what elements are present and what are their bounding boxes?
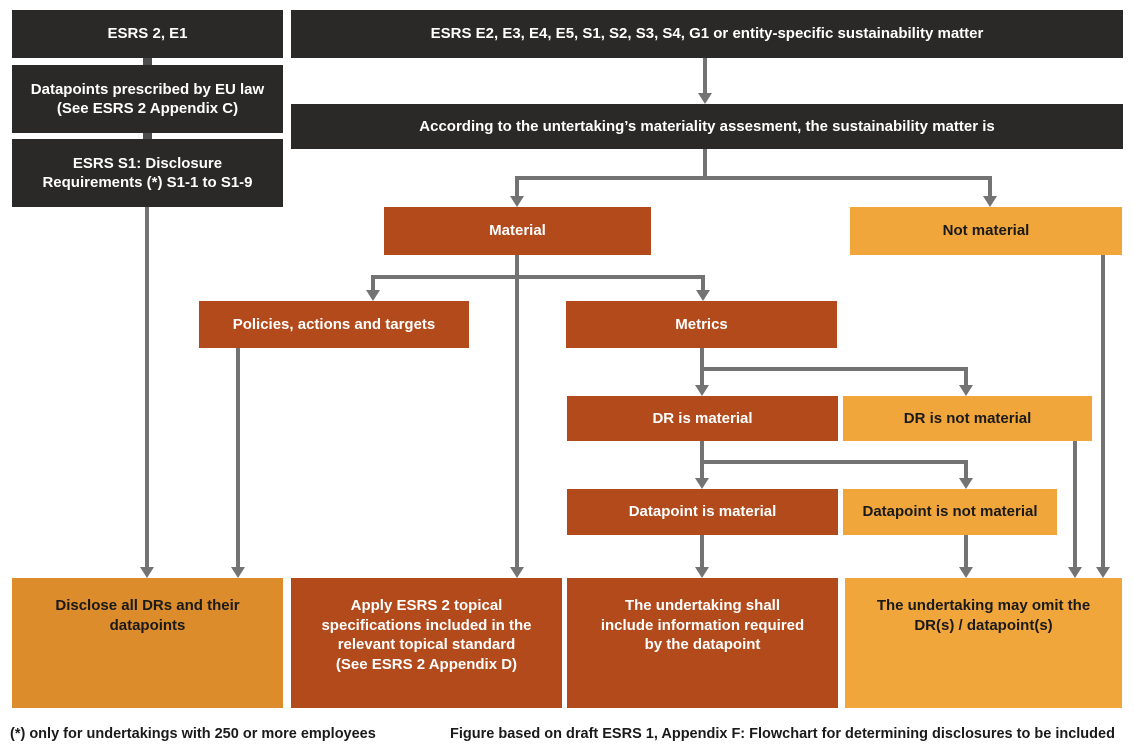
node-dr-is-material-label: DR is material: [652, 409, 753, 427]
connector-line: [371, 275, 705, 279]
node-esrs-topics: ESRS E2, E3, E4, E5, S1, S2, S3, S4, G1 …: [291, 10, 1123, 58]
connector-line: [964, 367, 968, 385]
node-policies-actions-targets-label: Policies, actions and targets: [232, 315, 436, 333]
connector-line: [701, 275, 705, 290]
down-arrow-icon: [366, 290, 380, 301]
node-metrics: Metrics: [566, 301, 837, 348]
down-arrow-icon: [695, 567, 709, 578]
node-datapoint-is-not-material-label: Datapoint is not material: [862, 503, 1038, 521]
connector-line: [988, 176, 992, 196]
down-arrow-icon: [1096, 567, 1110, 578]
node-dr-is-material: DR is material: [567, 396, 838, 441]
node-metrics-label: Metrics: [675, 315, 728, 333]
down-arrow-icon: [696, 290, 710, 301]
connector-line: [700, 367, 704, 385]
node-esrs2-e1: ESRS 2, E1: [12, 10, 283, 58]
node-undertaking-may-omit-label: The undertaking may omit the DR(s) / dat…: [876, 597, 1091, 634]
footnote-figure-source: Figure based on draft ESRS 1, Appendix F…: [450, 726, 1115, 742]
connector-line: [700, 348, 704, 369]
node-undertaking-shall-include-label: The undertaking shall include informatio…: [600, 597, 805, 653]
connector-line: [703, 149, 707, 178]
connector-line: [371, 275, 375, 290]
node-apply-esrs2-topical-label: Apply ESRS 2 topical specifications incl…: [321, 597, 532, 673]
connector-line: [700, 460, 968, 464]
connector-line: [1101, 255, 1105, 567]
connector-line: [700, 367, 968, 371]
node-policies-actions-targets: Policies, actions and targets: [199, 301, 469, 348]
down-arrow-icon: [959, 385, 973, 396]
node-esrs2-e1-label: ESRS 2, E1: [107, 25, 188, 43]
down-arrow-icon: [698, 93, 712, 104]
connector-line: [700, 441, 704, 462]
connector-stub: [143, 133, 152, 139]
connector-line: [515, 255, 519, 277]
connector-line: [700, 535, 704, 567]
connector-line: [964, 535, 968, 567]
node-materiality-assessment: According to the untertaking’s materiali…: [291, 104, 1123, 149]
node-material: Material: [384, 207, 651, 255]
node-esrs-s1-disclosure-label: ESRS S1: Disclosure Requirements (*) S1-…: [42, 154, 253, 192]
connector-line: [515, 176, 992, 180]
node-undertaking-may-omit: The undertaking may omit the DR(s) / dat…: [845, 578, 1122, 708]
connector-line: [515, 176, 519, 196]
connector-line: [703, 58, 707, 93]
node-esrs-s1-disclosure: ESRS S1: Disclosure Requirements (*) S1-…: [12, 139, 283, 207]
node-datapoint-is-material-label: Datapoint is material: [628, 503, 777, 521]
node-materiality-assessment-label: According to the untertaking’s materiali…: [419, 117, 995, 135]
node-not-material-label: Not material: [942, 222, 1030, 240]
down-arrow-icon: [983, 196, 997, 207]
connector-line: [236, 348, 240, 567]
connector-stub: [143, 58, 152, 65]
down-arrow-icon: [959, 567, 973, 578]
node-datapoints-eu-law-label: Datapoints prescribed by EU law (See ESR…: [30, 80, 265, 118]
node-datapoint-is-material: Datapoint is material: [567, 489, 838, 535]
down-arrow-icon: [510, 567, 524, 578]
connector-line: [1073, 441, 1077, 567]
down-arrow-icon: [1068, 567, 1082, 578]
connector-line: [964, 460, 968, 478]
connector-line: [145, 207, 149, 567]
node-disclose-all-drs: Disclose all DRs and their datapoints: [12, 578, 283, 708]
node-material-label: Material: [489, 222, 546, 240]
node-dr-is-not-material: DR is not material: [843, 396, 1092, 441]
connector-line: [700, 460, 704, 478]
node-datapoints-eu-law: Datapoints prescribed by EU law (See ESR…: [12, 65, 283, 133]
connector-line: [515, 277, 519, 567]
node-disclose-all-drs-label: Disclose all DRs and their datapoints: [55, 597, 240, 634]
node-datapoint-is-not-material: Datapoint is not material: [843, 489, 1057, 535]
down-arrow-icon: [695, 478, 709, 489]
down-arrow-icon: [959, 478, 973, 489]
down-arrow-icon: [231, 567, 245, 578]
node-esrs-topics-label: ESRS E2, E3, E4, E5, S1, S2, S3, S4, G1 …: [430, 25, 984, 43]
down-arrow-icon: [140, 567, 154, 578]
node-dr-is-not-material-label: DR is not material: [903, 409, 1032, 427]
node-not-material: Not material: [850, 207, 1122, 255]
node-apply-esrs2-topical: Apply ESRS 2 topical specifications incl…: [291, 578, 562, 708]
footnote-employees: (*) only for undertakings with 250 or mo…: [10, 726, 376, 742]
down-arrow-icon: [510, 196, 524, 207]
node-undertaking-shall-include: The undertaking shall include informatio…: [567, 578, 838, 708]
down-arrow-icon: [695, 385, 709, 396]
